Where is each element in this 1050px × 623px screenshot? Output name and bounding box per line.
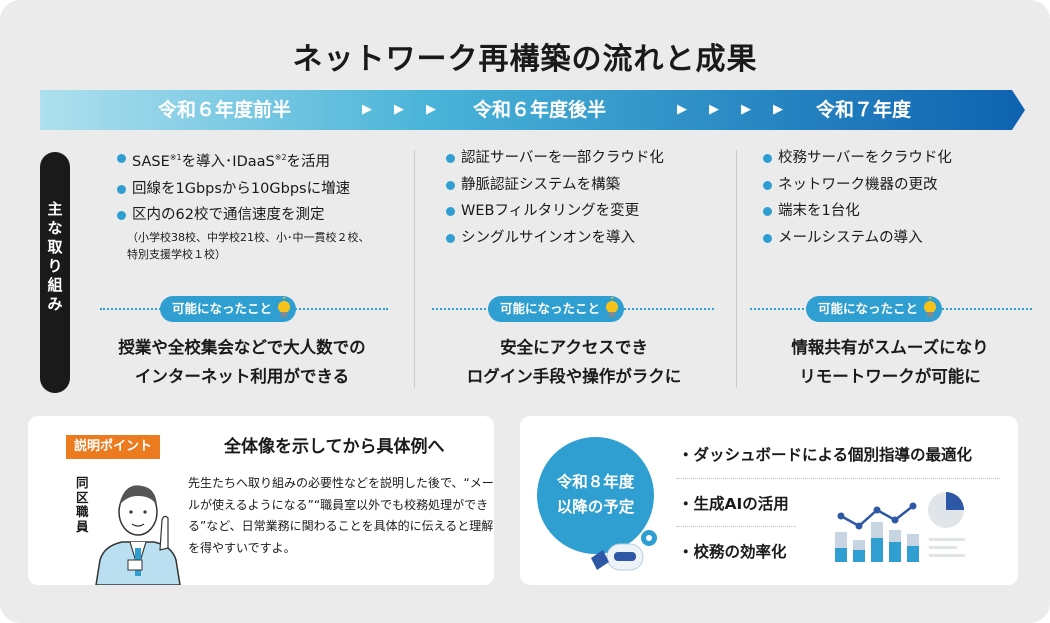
achievement-badge-row: 可能になったこと <box>750 296 1032 322</box>
side-label-main-initiatives: 主な取り組み <box>40 152 70 393</box>
column-divider <box>736 150 737 388</box>
result-text-r7: 情報共有がスムーズになり リモートワークが可能に <box>791 338 989 386</box>
achievement-badge-row: 可能になったこと <box>100 296 388 322</box>
achievement-badge-row: 可能になったこと <box>432 296 714 322</box>
lightbulb-icon <box>278 297 291 317</box>
achievement-badge: 可能になったこと <box>488 296 625 322</box>
list-item: SASE※1を導入･IDaaS※2を活用 <box>117 145 370 176</box>
explain-body: 先生たちへ取り組みの必要性などを説明した後で、“メールが使えるようになる”“職員… <box>188 476 494 555</box>
list-item: 認証サーバーを一部クラウド化 <box>446 145 664 172</box>
future-item: ・校務の効率化 <box>678 543 787 561</box>
phase-arrows-1: ▶▶▶ <box>362 102 458 117</box>
phase-label-r6-first: 令和６年度前半 <box>158 99 292 121</box>
dashboard-chart-icon <box>835 492 965 562</box>
staff-label: 同区職員 <box>76 475 89 534</box>
future-item: ・ダッシュボードによる個別指導の最適化 <box>678 446 973 464</box>
column-r6-first: SASE※1を導入･IDaaS※2を活用 回線を1Gbpsから10Gbpsに増速… <box>117 145 370 263</box>
school-count-note-line2: 特別支援学校１校） <box>127 247 226 261</box>
future-item: ・生成AIの活用 <box>678 495 789 513</box>
list-item: ネットワーク機器の更改 <box>763 172 952 199</box>
timeline-banner: 令和６年度前半 ▶▶▶ 令和６年度後半 ▶▶▶▶ 令和７年度 <box>40 90 1025 130</box>
list-item: メールシステムの導入 <box>763 225 952 252</box>
explain-point-tag: 説明ポイント <box>66 435 161 459</box>
column-r7: 校務サーバーをクラウド化 ネットワーク機器の更改 端末を1台化 メールシステムの… <box>763 145 952 251</box>
initiative-list: 校務サーバーをクラウド化 ネットワーク機器の更改 端末を1台化 メールシステムの… <box>763 145 952 251</box>
future-plans-circle: 令和８年度 以降の予定 <box>537 437 654 554</box>
result-text-r6-second: 安全にアクセスでき ログイン手段や操作がラクに <box>466 338 682 386</box>
explain-heading: 全体像を示してから具体例へ <box>224 437 445 457</box>
side-label-text: 主な取り組み <box>47 200 63 313</box>
staff-illustration-icon <box>95 485 181 585</box>
future-item-divider <box>676 526 796 527</box>
page-title: ネットワーク再構築の流れと成果 <box>292 42 758 77</box>
list-item: 回線を1Gbpsから10Gbpsに増速 <box>117 176 370 203</box>
column-r6-second: 認証サーバーを一部クラウド化 静脈認証システムを構築 WEBフィルタリングを変更… <box>446 145 664 251</box>
badge-label: 可能になったこと <box>500 301 601 316</box>
badge-label: 可能になったこと <box>172 301 273 316</box>
explanation-card: 説明ポイント 全体像を示してから具体例へ 同区職員 先生たちへ取り組みの必要性な… <box>28 416 494 585</box>
phase-arrows-2: ▶▶▶▶ <box>677 102 805 117</box>
banner-arrow-shape <box>40 90 1025 130</box>
badge-label: 可能になったこと <box>818 301 919 316</box>
initiative-list: 認証サーバーを一部クラウド化 静脈認証システムを構築 WEBフィルタリングを変更… <box>446 145 664 251</box>
future-item-divider <box>676 478 1000 479</box>
list-item: 校務サーバーをクラウド化 <box>763 145 952 172</box>
school-count-note-line1: （小学校38校、中学校21校、小･中一貫校２校、 <box>127 230 370 244</box>
result-text-r6-first: 授業や全校集会などで大人数での インターネット利用ができる <box>118 338 366 386</box>
phase-label-r6-second: 令和６年度後半 <box>473 99 607 121</box>
list-item: シングルサインオンを導入 <box>446 225 664 252</box>
lightbulb-icon <box>606 297 619 317</box>
lightbulb-icon <box>924 297 937 317</box>
robot-gear-icon <box>591 530 657 571</box>
list-item: WEBフィルタリングを変更 <box>446 198 664 225</box>
achievement-badge: 可能になったこと <box>806 296 943 322</box>
initiative-list: SASE※1を導入･IDaaS※2を活用 回線を1Gbpsから10Gbpsに増速… <box>117 145 370 229</box>
list-item: 静脈認証システムを構築 <box>446 172 664 199</box>
list-item: 区内の62校で通信速度を測定 <box>117 202 370 229</box>
phase-label-r7: 令和７年度 <box>816 99 912 121</box>
column-divider <box>414 150 415 388</box>
list-item: 端末を1台化 <box>763 198 952 225</box>
achievement-badge: 可能になったこと <box>160 296 297 322</box>
